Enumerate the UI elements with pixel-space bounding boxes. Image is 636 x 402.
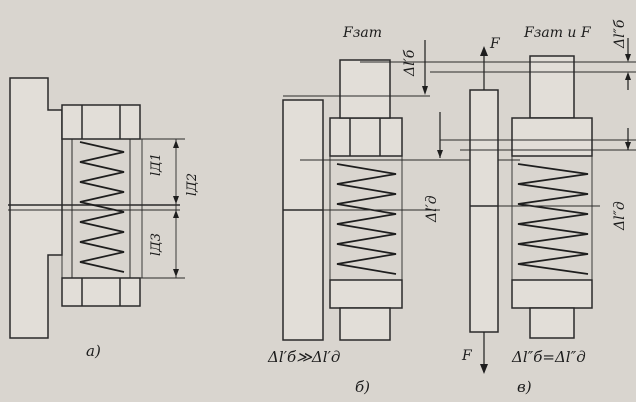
part-spring	[336, 163, 397, 275]
arrowhead	[437, 150, 443, 158]
force-label-top: F	[489, 36, 501, 52]
caption-b: б)	[355, 378, 370, 396]
part-spring	[517, 163, 589, 275]
nut	[61, 277, 141, 307]
bolt-rod	[469, 89, 499, 333]
preload-label-b: Fзат	[342, 25, 382, 41]
caption-a: а)	[86, 342, 101, 360]
part-wall-left	[61, 138, 73, 279]
figure-b: Fзат Δl′б Δl′д Δl′б≫Δl′д б)	[267, 25, 520, 396]
bolt-upper	[339, 59, 391, 119]
condition-c: Δl″б=Δl″д	[511, 348, 586, 366]
condition-b: Δl′б≫Δl′д	[267, 348, 340, 366]
preload-label-c: Fзат и F	[523, 25, 592, 41]
part-wall-right	[129, 138, 143, 279]
arrowhead	[625, 142, 631, 150]
bolt-lower	[529, 307, 575, 339]
arrowhead	[625, 54, 631, 62]
dim-label-1: lД1	[149, 153, 164, 176]
dim-arrowhead	[173, 210, 179, 218]
arrowhead	[422, 86, 428, 95]
flange-part	[9, 77, 63, 339]
force-label-bottom: F	[461, 348, 473, 364]
arrowhead	[480, 46, 488, 56]
caption-c: в)	[517, 378, 532, 396]
dim-label-2: lД2	[185, 173, 200, 196]
bolt-defl-label-c: Δl″б	[612, 19, 628, 49]
dim-arrowhead	[173, 140, 179, 148]
nut	[329, 279, 403, 309]
figure-c: F F Fзат и F Δl″б Δl″д Δl″б=Δl″д в)	[430, 19, 636, 396]
part-spring	[79, 141, 125, 273]
dim-label-3: lД3	[149, 233, 164, 256]
nut	[511, 279, 593, 309]
bolt-rod	[282, 99, 324, 341]
dim-arrowhead	[173, 269, 179, 277]
part-defl-label-b: Δl′д	[424, 195, 440, 223]
part-defl-label-c: Δl″д	[612, 201, 628, 231]
bolt-upper	[529, 55, 575, 119]
arrowhead	[625, 72, 631, 80]
arrowhead	[480, 364, 488, 374]
bolt-defl-label-b: Δl′б	[402, 49, 418, 77]
parts-top-block	[329, 117, 403, 157]
bolt-lower	[339, 307, 391, 341]
dim-arrowhead	[173, 196, 179, 204]
figure-a: lД1 lД2 lД3 а)	[8, 77, 200, 360]
bolt-head	[61, 104, 141, 140]
